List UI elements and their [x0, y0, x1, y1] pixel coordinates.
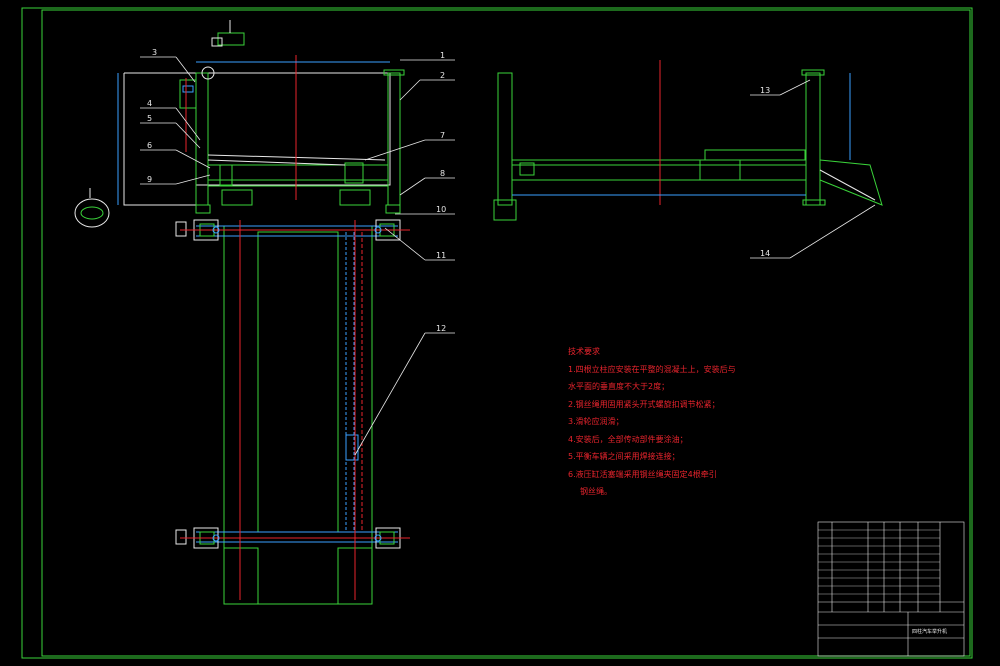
callout-5: 5 — [147, 114, 152, 123]
callout-7: 7 — [440, 131, 445, 140]
title-block-rows — [818, 529, 940, 595]
callout-6: 6 — [147, 141, 152, 150]
callout-3: 3 — [152, 48, 157, 57]
side-view — [493, 60, 883, 221]
tech-note-line: 水平面的垂直度不大于2度； — [568, 382, 670, 391]
drawing-border — [21, 7, 973, 659]
front-view — [74, 20, 405, 228]
tech-note-line: 3.滑轮应润滑； — [568, 417, 624, 426]
tech-note-line: 5.平衡车辆之间采用焊接连接； — [568, 452, 680, 461]
callout-leaders — [140, 56, 876, 456]
tech-note-line: 1.四根立柱应安装在平整的混凝土上，安装后与 — [568, 364, 736, 374]
callout-2: 2 — [440, 71, 445, 80]
callout-4: 4 — [147, 99, 152, 108]
tech-notes-title: 技术要求 — [568, 347, 600, 356]
callout-8: 8 — [440, 169, 445, 178]
callout-numbers: 3 4 5 6 9 1 2 7 8 10 11 12 13 14 — [147, 48, 770, 333]
tech-note-line: 钢丝绳。 — [580, 487, 612, 496]
tech-note-line: 2.钢丝绳用固用紧头开式螺旋扣调节松紧； — [568, 399, 720, 409]
callout-13: 13 — [760, 86, 770, 95]
plan-view — [175, 219, 410, 605]
title-block-drawing-name: 四柱汽车举升机 — [912, 628, 947, 635]
callout-11: 11 — [436, 251, 446, 260]
tech-note-line: 4.安装后，全部传动部件要涂油； — [568, 434, 688, 444]
callout-9: 9 — [147, 175, 152, 184]
callout-1: 1 — [440, 51, 445, 60]
title-block — [817, 521, 965, 657]
callout-14: 14 — [760, 249, 770, 258]
callout-10: 10 — [436, 205, 446, 214]
callout-12: 12 — [436, 324, 446, 333]
tech-note-line: 6.液压缸活塞端采用钢丝绳夹固定4根牵引 — [568, 469, 717, 479]
technical-requirements: 技术要求 1.四根立柱应安装在平整的混凝土上，安装后与 水平面的垂直度不大于2度… — [568, 343, 758, 501]
